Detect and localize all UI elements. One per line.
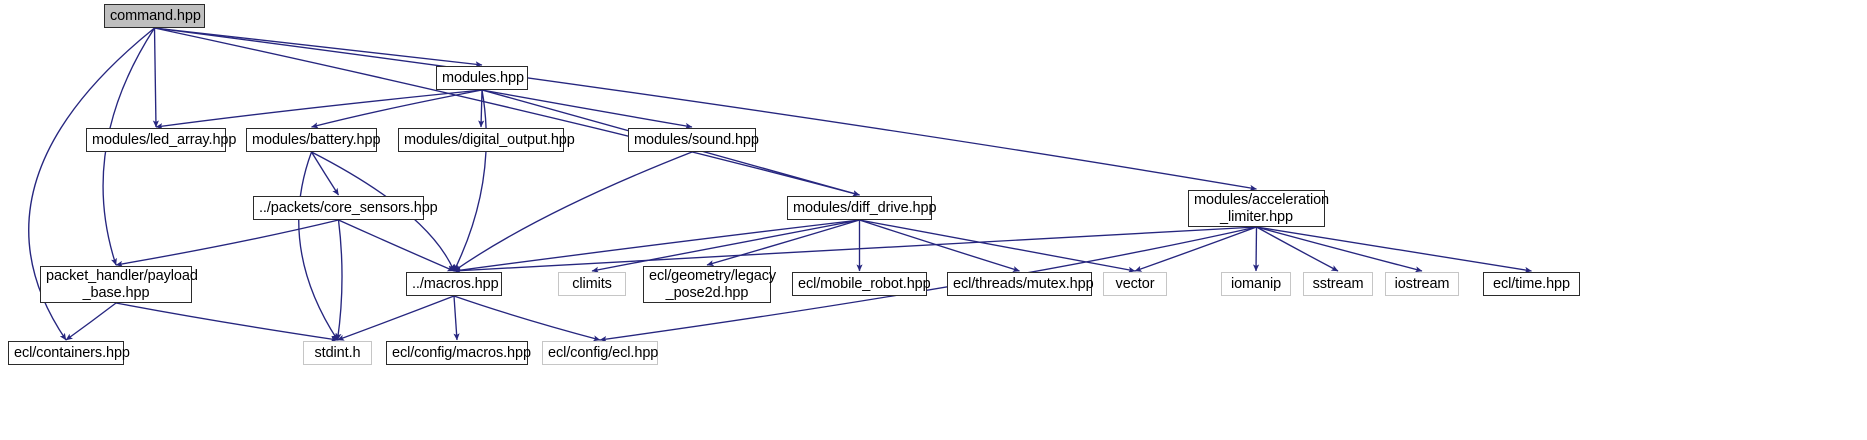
graph-edge-macros-to-config_ecl [453, 295, 601, 342]
graph-node-stdint[interactable]: stdint.h [303, 341, 372, 365]
graph-edge-battery-to-stdint [298, 151, 339, 341]
graph-node-label: packet_handler/payload _base.hpp [46, 268, 198, 301]
graph-node-command[interactable]: command.hpp [104, 4, 205, 28]
graph-node-acceleration[interactable]: modules/acceleration _limiter.hpp [1188, 190, 1330, 227]
graph-edge-acceleration-to-macros [453, 226, 1257, 274]
graph-node-label: ecl/config/ecl.hpp [548, 344, 659, 361]
graph-edge-command-to-acceleration [154, 27, 1257, 191]
graph-edge-diff_drive-to-mutex [859, 219, 1020, 272]
graph-edge-acceleration-to-vector [1134, 226, 1257, 272]
graph-node-diff_drive[interactable]: modules/diff_drive.hpp [787, 196, 937, 220]
graph-node-modules[interactable]: modules.hpp [436, 66, 528, 90]
graph-edge-macros-to-config_macros [453, 295, 460, 341]
graph-node-label: vector [1115, 275, 1155, 292]
graph-node-climits[interactable]: climits [558, 272, 626, 296]
graph-edge-diff_drive-to-climits [591, 219, 860, 273]
graph-node-label: iomanip [1230, 275, 1282, 292]
graph-edge-diff_drive-to-pose2d [706, 219, 860, 267]
graph-node-sound[interactable]: modules/sound.hpp [628, 128, 759, 152]
graph-node-label: ecl/mobile_robot.hpp [798, 275, 931, 292]
graph-edge-modules-to-digital_output [478, 89, 485, 128]
graph-edge-sound-to-macros [453, 151, 693, 272]
graph-node-label: stdint.h [314, 344, 361, 361]
graph-node-containers[interactable]: ecl/containers.hpp [8, 341, 130, 365]
graph-node-time[interactable]: ecl/time.hpp [1483, 272, 1580, 296]
graph-edge-core_sensors-to-payload_base [115, 219, 339, 267]
graph-node-battery[interactable]: modules/battery.hpp [246, 128, 381, 152]
graph-node-led_array[interactable]: modules/led_array.hpp [86, 128, 237, 152]
graph-edge-command-to-modules [154, 27, 483, 68]
graph-edge-acceleration-to-time [1256, 226, 1532, 274]
graph-edge-core_sensors-to-stdint [335, 219, 343, 341]
graph-edge-acceleration-to-sstream [1256, 226, 1339, 272]
graph-node-label: modules/sound.hpp [634, 131, 759, 148]
graph-edge-modules-to-sound [481, 89, 693, 129]
graph-node-label: ecl/time.hpp [1493, 275, 1570, 292]
graph-node-sstream[interactable]: sstream [1303, 272, 1373, 296]
graph-edge-diff_drive-to-vector [859, 219, 1136, 273]
graph-node-config_macros[interactable]: ecl/config/macros.hpp [386, 341, 531, 365]
graph-node-label: climits [572, 275, 612, 292]
graph-node-label: iostream [1394, 275, 1450, 292]
graph-node-payload_base[interactable]: packet_handler/payload _base.hpp [40, 266, 198, 303]
graph-node-label: ecl/config/macros.hpp [392, 344, 531, 361]
graph-node-core_sensors[interactable]: ../packets/core_sensors.hpp [253, 196, 438, 220]
graph-edge-battery-to-core_sensors [310, 151, 340, 196]
graph-node-mutex[interactable]: ecl/threads/mutex.hpp [947, 272, 1094, 296]
graph-node-label: modules/digital_output.hpp [404, 131, 575, 148]
graph-node-label: modules/battery.hpp [252, 131, 381, 148]
graph-node-iostream[interactable]: iostream [1385, 272, 1459, 296]
graph-node-label: ../packets/core_sensors.hpp [259, 199, 438, 216]
graph-node-vector[interactable]: vector [1103, 272, 1167, 296]
graph-node-label: ecl/threads/mutex.hpp [953, 275, 1094, 292]
graph-edge-modules-to-macros [453, 89, 487, 272]
graph-edge-modules-to-battery [311, 89, 483, 129]
graph-node-label: ../macros.hpp [412, 275, 499, 292]
graph-edge-payload_base-to-stdint [115, 302, 338, 343]
graph-node-macros[interactable]: ../macros.hpp [406, 272, 502, 296]
graph-node-label: ecl/geometry/legacy _pose2d.hpp [649, 268, 777, 301]
graph-node-label: ecl/containers.hpp [14, 344, 130, 361]
graph-edge-macros-to-stdint [337, 295, 455, 341]
graph-node-digital_output[interactable]: modules/digital_output.hpp [398, 128, 575, 152]
graph-edge-diff_drive-to-macros [453, 219, 860, 274]
graph-edge-acceleration-to-iostream [1256, 226, 1423, 273]
graph-node-label: modules.hpp [442, 69, 524, 86]
graph-edge-modules-to-led_array [155, 89, 483, 130]
graph-node-label: modules/acceleration _limiter.hpp [1194, 192, 1330, 225]
graph-edge-acceleration-to-iomanip [1252, 226, 1260, 272]
graph-node-pose2d[interactable]: ecl/geometry/legacy _pose2d.hpp [643, 266, 777, 303]
graph-edge-payload_base-to-containers [65, 302, 117, 341]
graph-node-config_ecl[interactable]: ecl/config/ecl.hpp [542, 341, 658, 365]
graph-node-label: sstream [1312, 275, 1364, 292]
graph-edge-core_sensors-to-macros [338, 219, 455, 272]
graph-node-label: modules/diff_drive.hpp [793, 199, 937, 216]
graph-node-label: modules/led_array.hpp [92, 131, 237, 148]
graph-edge-command-to-diff_drive [154, 27, 860, 197]
graph-edge-command-to-led_array [152, 27, 159, 128]
graph-node-label: command.hpp [110, 7, 201, 24]
graph-node-mobile_robot[interactable]: ecl/mobile_robot.hpp [792, 272, 931, 296]
graph-node-iomanip[interactable]: iomanip [1221, 272, 1291, 296]
